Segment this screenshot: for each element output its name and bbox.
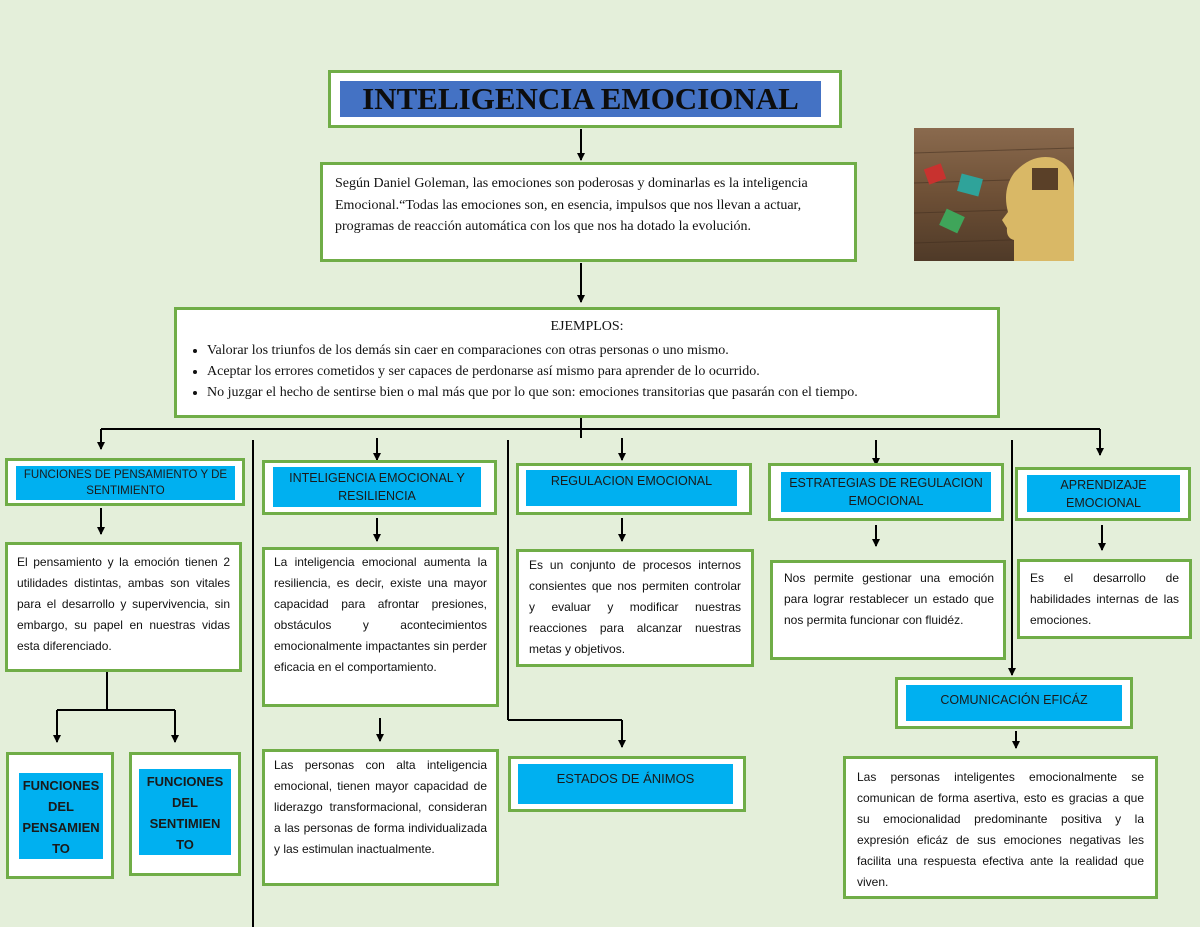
example-item: Aceptar los errores cometidos y ser capa… [207,361,858,382]
aprendizaje-header: APRENDIZAJE EMOCIONAL [1027,475,1180,512]
resiliencia-header-box: INTELIGENCIA EMOCIONAL Y RESILIENCIA [262,460,497,515]
funciones-text-box: El pensamiento y la emoción tienen 2 uti… [5,542,242,672]
aprendizaje-text: Es el desarrollo de habilidades internas… [1030,571,1179,627]
resiliencia-text-box: La inteligencia emocional aumenta la res… [262,547,499,707]
regulacion-text-box: Es un conjunto de procesos internos cons… [516,549,754,667]
resiliencia-header: INTELIGENCIA EMOCIONAL Y RESILIENCIA [273,467,481,507]
page-title: INTELIGENCIA EMOCIONAL [340,81,821,117]
aprendizaje-text-box: Es el desarrollo de habilidades internas… [1017,559,1192,639]
sentimiento-box: FUNCIONES DEL SENTIMIEN TO [129,752,241,876]
regulacion-header-box: REGULACION EMOCIONAL [516,463,752,515]
head-puzzle-image [914,128,1074,261]
resiliencia-text: La inteligencia emocional aumenta la res… [274,555,487,674]
estrategias-text-box: Nos permite gestionar una emoción para l… [770,560,1006,660]
estados-node: ESTADOS DE ÁNIMOS [518,764,733,804]
liderazgo-text: Las personas con alta inteligencia emoci… [274,758,487,856]
aprendizaje-header-box: APRENDIZAJE EMOCIONAL [1015,467,1191,521]
examples-box: EJEMPLOS: Valorar los triunfos de los de… [174,307,1000,418]
title-box: INTELIGENCIA EMOCIONAL [328,70,842,128]
comunicacion-text-box: Las personas inteligentes emocionalmente… [843,756,1158,899]
funciones-header-box: FUNCIONES DE PENSAMIENTO Y DE SENTIMIENT… [5,458,245,506]
funciones-header: FUNCIONES DE PENSAMIENTO Y DE SENTIMIENT… [16,466,235,500]
regulacion-header: REGULACION EMOCIONAL [526,470,737,506]
intro-text: Según Daniel Goleman, las emociones son … [335,176,808,234]
estados-box: ESTADOS DE ÁNIMOS [508,756,746,812]
estrategias-header: ESTRATEGIAS DE REGULACION EMOCIONAL [781,472,991,512]
regulacion-text: Es un conjunto de procesos internos cons… [529,558,741,656]
funciones-text: El pensamiento y la emoción tienen 2 uti… [17,555,230,653]
pensamiento-box: FUNCIONES DEL PENSAMIEN TO [6,752,114,879]
sentimiento-node: FUNCIONES DEL SENTIMIEN TO [139,769,231,855]
example-item: No juzgar el hecho de sentirse bien o ma… [207,382,858,403]
intro-box: Según Daniel Goleman, las emociones son … [320,162,857,262]
comunicacion-header-box: COMUNICACIÓN EFICÁZ [895,677,1133,729]
examples-heading: EJEMPLOS: [550,319,624,334]
example-item: Valorar los triunfos de los demás sin ca… [207,340,858,361]
liderazgo-text-box: Las personas con alta inteligencia emoci… [262,749,499,886]
pensamiento-node: FUNCIONES DEL PENSAMIEN TO [19,773,103,859]
estrategias-header-box: ESTRATEGIAS DE REGULACION EMOCIONAL [768,463,1004,521]
estrategias-text: Nos permite gestionar una emoción para l… [784,571,994,627]
head-puzzle-icon [914,147,1074,261]
comunicacion-text: Las personas inteligentes emocionalmente… [857,770,1144,889]
examples-list: Valorar los triunfos de los demás sin ca… [183,340,858,403]
comunicacion-header: COMUNICACIÓN EFICÁZ [906,685,1122,721]
